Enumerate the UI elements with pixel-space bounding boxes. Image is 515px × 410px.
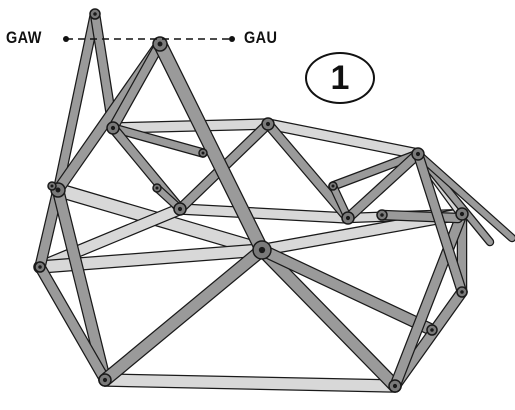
connector-bolt: [430, 328, 434, 332]
pole: [109, 40, 164, 132]
pole: [35, 204, 185, 272]
pole: [329, 150, 422, 190]
pole: [109, 124, 207, 157]
reference-dot-left: [63, 36, 69, 42]
pole: [99, 244, 268, 386]
pole: [108, 119, 273, 133]
pole: [256, 244, 401, 392]
connector-bolt: [460, 290, 464, 294]
connector-bolt: [93, 12, 97, 16]
pole: [54, 10, 99, 194]
connector-bolt: [177, 206, 183, 212]
label-gau: GAU: [244, 28, 278, 47]
connector-bolt: [50, 184, 54, 188]
pole: [35, 262, 110, 385]
connector-bolt: [392, 383, 398, 389]
connector-bolt: [38, 265, 42, 269]
pole: [175, 204, 353, 223]
pole: [414, 150, 466, 296]
pole: [263, 119, 423, 159]
connector-bolt: [155, 186, 159, 190]
joints-group: [34, 8, 469, 393]
connector-bolt: [331, 184, 335, 188]
connector-bolt: [258, 246, 266, 254]
connector-bolt: [459, 211, 465, 217]
connector-bolt: [201, 151, 205, 155]
connector-bolt: [415, 151, 421, 157]
connector-bolt: [110, 125, 116, 131]
reference-dot-right: [229, 36, 235, 42]
pole: [264, 120, 352, 222]
connector-bolt: [102, 377, 108, 383]
pole: [415, 151, 515, 241]
pole: [344, 150, 422, 222]
connector-bolt: [55, 187, 61, 193]
step-number: 1: [330, 58, 350, 97]
connector-bolt: [380, 213, 384, 217]
pole: [257, 245, 437, 335]
label-gaw: GAW: [6, 28, 42, 47]
poles-group: [33, 8, 515, 393]
connector-bolt: [345, 215, 351, 221]
pole: [378, 211, 462, 222]
pole: [53, 185, 110, 385]
connector-bolt: [157, 41, 163, 47]
pole: [154, 38, 268, 256]
step-number-badge: 1: [305, 52, 375, 104]
connector-bolt: [265, 121, 271, 127]
pole: [99, 374, 401, 392]
